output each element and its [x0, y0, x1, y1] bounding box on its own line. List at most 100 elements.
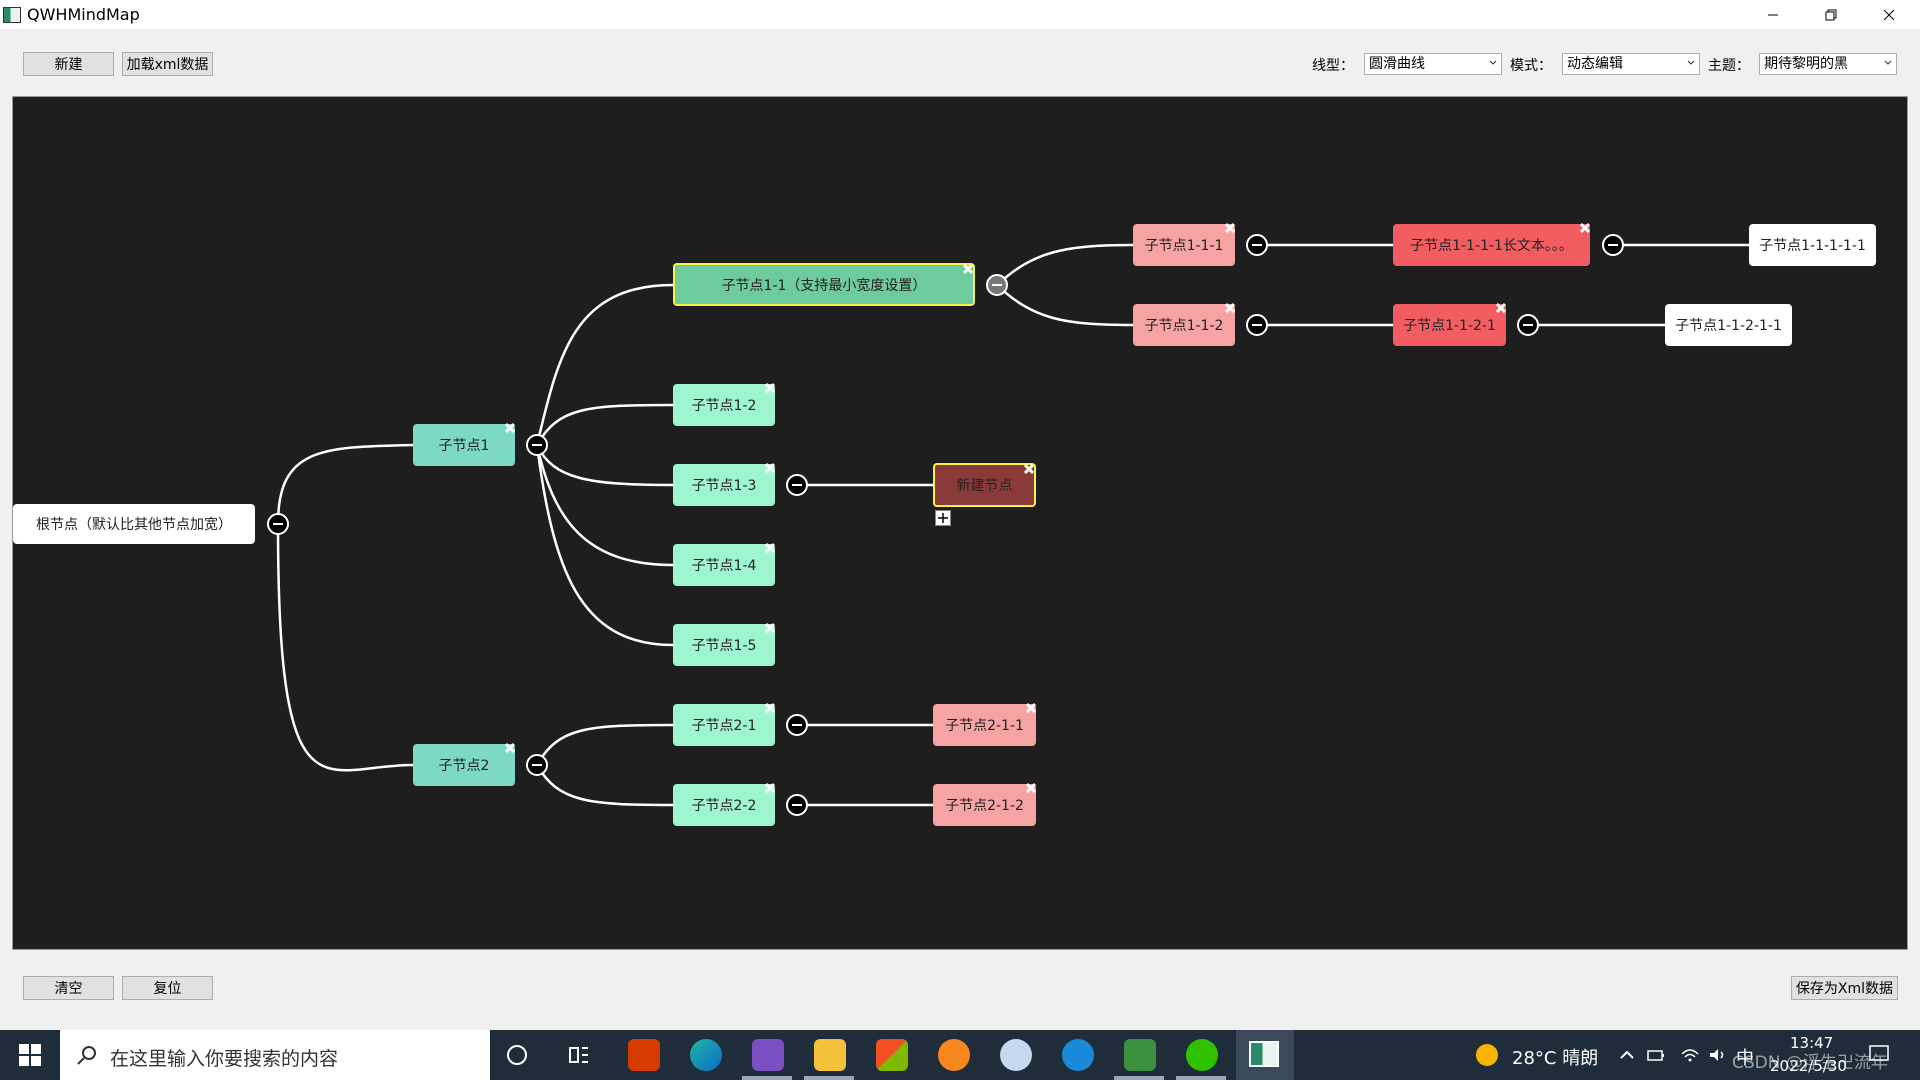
ime-indicator[interactable]: 中 [1736, 1048, 1754, 1069]
delete-node-icon[interactable] [763, 461, 777, 475]
mindmap-node-n2-2-1[interactable]: 子节点2-1-2 [933, 781, 1038, 826]
collapse-toggle-n1[interactable] [526, 434, 548, 456]
running-indicator [1114, 1076, 1164, 1080]
running-indicator [804, 1076, 854, 1080]
mindmap-node-root[interactable]: 根节点（默认比其他节点加宽） [13, 504, 255, 544]
node-label: 子节点1-1（支持最小宽度设置） [721, 277, 927, 294]
delete-node-icon[interactable] [763, 621, 777, 635]
file-explorer-icon[interactable] [814, 1039, 846, 1071]
delete-node-icon[interactable] [1024, 701, 1038, 715]
delete-node-icon[interactable] [503, 741, 517, 755]
tray-overflow-button[interactable] [1618, 1046, 1636, 1068]
theme-select[interactable]: 期待黎明的黑 [1759, 53, 1897, 75]
mindmap-node-n2-1-1[interactable]: 子节点2-1-1 [933, 701, 1038, 746]
battery-icon [1647, 1050, 1664, 1061]
mindmap-node-n1-4[interactable]: 子节点1-4 [673, 541, 777, 586]
collapse-toggle-n1-1-2-1[interactable] [1517, 314, 1539, 336]
task-view-button[interactable] [567, 1043, 591, 1071]
mode-select[interactable]: 动态编辑 [1562, 53, 1700, 75]
add-child-button[interactable] [935, 510, 951, 526]
mindmap-node-n1-1-2-1-1[interactable]: 子节点1-1-2-1-1 [1665, 304, 1792, 346]
mindmap-node-n1-1[interactable]: 子节点1-1（支持最小宽度设置） [673, 263, 975, 306]
delete-node-icon[interactable] [763, 701, 777, 715]
qt-creator-icon[interactable] [1124, 1039, 1156, 1071]
chevron-up-icon [1620, 1050, 1634, 1059]
active-app-slot[interactable] [1236, 1030, 1294, 1080]
delete-node-icon[interactable] [1022, 462, 1036, 476]
mindmap-node-n1-1-2[interactable]: 子节点1-1-2 [1133, 301, 1237, 346]
mindmap-node-n1[interactable]: 子节点1 [413, 421, 517, 466]
edge-icon[interactable] [690, 1039, 722, 1071]
wechat-icon[interactable] [1186, 1039, 1218, 1071]
mindmap-node-n2-1[interactable]: 子节点2-1 [673, 701, 777, 746]
collapse-toggle-n2[interactable] [526, 754, 548, 776]
new-button[interactable]: 新建 [23, 52, 114, 76]
chevron-down-icon [1687, 60, 1695, 65]
delete-node-icon[interactable] [961, 262, 975, 276]
search-placeholder: 在这里输入你要搜索的内容 [110, 1048, 339, 1070]
watermark-text: CSDN @浮生卍流年 [1732, 1053, 1888, 1073]
delete-node-icon[interactable] [763, 541, 777, 555]
collapse-toggle-n1-1[interactable] [986, 274, 1008, 296]
connector-root-n2 [276, 523, 414, 772]
mindmap-node-n2[interactable]: 子节点2 [413, 741, 517, 786]
node-label: 子节点1-4 [691, 558, 757, 574]
taskbar-search[interactable]: 在这里输入你要搜索的内容 [60, 1030, 490, 1080]
collapse-toggle-root[interactable] [267, 513, 289, 535]
node-label: 子节点1-1-1 [1144, 238, 1224, 254]
line-type-select[interactable]: 圆滑曲线 [1364, 53, 1502, 75]
delete-node-icon[interactable] [1494, 301, 1508, 315]
collapse-toggle-n1-3[interactable] [786, 474, 808, 496]
mindmap-node-new[interactable]: 新建节点 [933, 463, 1036, 507]
mindmap-node-n1-1-1-1-1[interactable]: 子节点1-1-1-1-1 [1749, 224, 1876, 266]
line-type-label: 线型： [1312, 58, 1354, 74]
title-bar: QWHMindMap [0, 0, 1920, 29]
node-label: 子节点1-5 [691, 638, 757, 654]
reset-button[interactable]: 复位 [122, 976, 213, 1000]
delete-node-icon[interactable] [1223, 301, 1237, 315]
line-type-value: 圆滑曲线 [1369, 56, 1425, 72]
mindmap-node-n1-2[interactable]: 子节点1-2 [673, 381, 777, 426]
volume-button[interactable] [1708, 1046, 1728, 1068]
delete-node-icon[interactable] [763, 781, 777, 795]
mindmap-node-n1-1-1-1[interactable]: 子节点1-1-1-1长文本。。。 [1393, 221, 1592, 266]
battery-button[interactable] [1646, 1046, 1666, 1068]
search-app-icon[interactable] [938, 1039, 970, 1071]
mindmap-node-n1-1-2-1[interactable]: 子节点1-1-2-1 [1393, 301, 1508, 346]
visual-studio-icon[interactable] [752, 1039, 784, 1071]
mindmap-canvas[interactable]: 根节点（默认比其他节点加宽） 子节点1 子节点2 子节点1-1（支持最小宽度设置… [12, 96, 1908, 950]
delete-node-icon[interactable] [1223, 221, 1237, 235]
save-xml-button[interactable]: 保存为Xml数据 [1791, 976, 1898, 1000]
browser-icon[interactable] [1062, 1039, 1094, 1071]
clock-date[interactable]: 2022/5/30 [1770, 1057, 1847, 1075]
collapse-toggle-n1-1-2[interactable] [1246, 314, 1268, 336]
theme-label: 主题： [1708, 58, 1750, 74]
mindmap-node-n2-2[interactable]: 子节点2-2 [673, 781, 777, 826]
delete-node-icon[interactable] [503, 421, 517, 435]
mindmap-node-n1-5[interactable]: 子节点1-5 [673, 621, 777, 666]
close-button[interactable] [1860, 0, 1918, 29]
paint-icon[interactable] [1000, 1039, 1032, 1071]
clear-button[interactable]: 清空 [23, 976, 114, 1000]
mindmap-node-n1-3[interactable]: 子节点1-3 [673, 461, 777, 506]
load-xml-button[interactable]: 加载xml数据 [122, 52, 213, 76]
collapse-toggle-n2-2[interactable] [786, 794, 808, 816]
collapse-toggle-n1-1-1[interactable] [1246, 234, 1268, 256]
start-button[interactable] [0, 1030, 60, 1080]
delete-node-icon[interactable] [1578, 221, 1592, 235]
office-icon[interactable] [628, 1039, 660, 1071]
cortana-button[interactable] [505, 1043, 529, 1071]
notification-button[interactable] [1868, 1044, 1890, 1068]
clock-time[interactable]: 13:47 [1790, 1034, 1834, 1052]
delete-node-icon[interactable] [763, 381, 777, 395]
node-label: 子节点2 [438, 758, 490, 774]
network-button[interactable] [1680, 1046, 1700, 1068]
node-label: 子节点1-1-1-1长文本。。。 [1410, 238, 1573, 254]
minimize-button[interactable] [1744, 0, 1802, 29]
store-icon[interactable] [876, 1039, 908, 1071]
restore-button[interactable] [1802, 0, 1860, 29]
mindmap-node-n1-1-1[interactable]: 子节点1-1-1 [1133, 221, 1237, 266]
delete-node-icon[interactable] [1024, 781, 1038, 795]
collapse-toggle-n2-1[interactable] [786, 714, 808, 736]
collapse-toggle-n1-1-1-1[interactable] [1602, 234, 1624, 256]
